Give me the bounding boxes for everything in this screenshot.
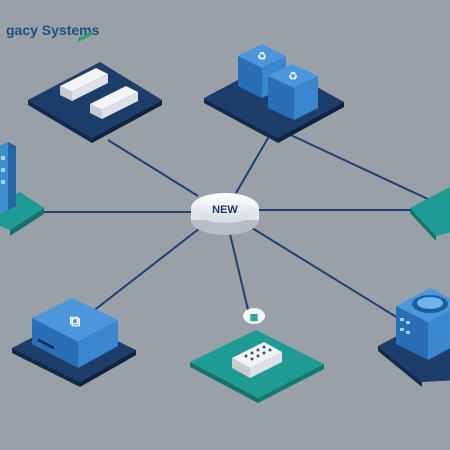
node-right — [410, 187, 450, 241]
node-top-left — [28, 31, 162, 143]
connector-line — [279, 129, 431, 201]
recycle-icon: ♻ — [257, 50, 267, 63]
central-hub: NEW — [191, 193, 259, 235]
connector-line — [91, 227, 201, 313]
node-bottom-right — [378, 288, 450, 387]
server-logo-icon: ⧉ — [70, 313, 81, 330]
node-left — [0, 142, 44, 236]
chip-icon: ▦ — [250, 312, 259, 322]
connector-line — [229, 233, 251, 319]
connector-line — [107, 139, 199, 197]
recycle-icon: ♻ — [288, 70, 298, 83]
connector-lines — [30, 129, 431, 319]
connector-line — [235, 137, 269, 194]
node-bottom-left: ⧉ — [12, 298, 136, 387]
hub-label: NEW — [212, 204, 238, 216]
node-bottom-center: ▦ — [190, 308, 324, 403]
node-top-right: ♻ ♻ — [204, 44, 344, 143]
diagram-title: gacy Systems — [6, 22, 100, 38]
connector-line — [251, 227, 399, 319]
